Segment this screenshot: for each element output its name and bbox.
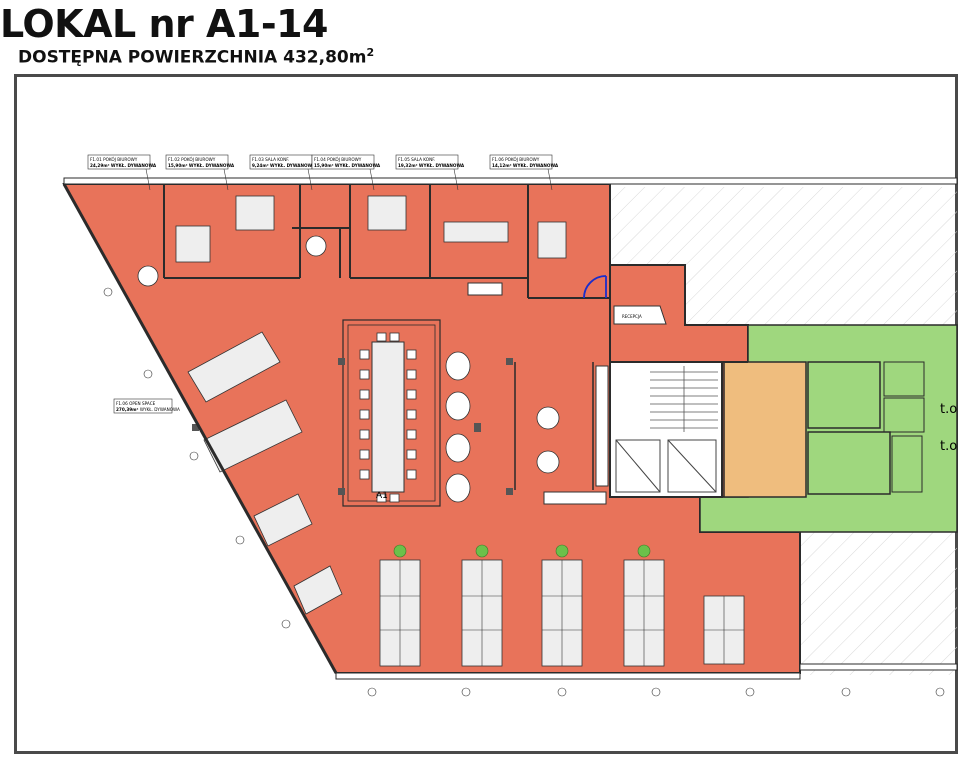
lift-cross-1 (615, 439, 661, 493)
wc-cubicle-3 (891, 435, 923, 493)
wc-label-1: t.o (940, 402, 957, 417)
kitchen-counter (595, 365, 609, 487)
room-label-leader (307, 168, 313, 191)
room-label-area: 19,32m² WYKŁ. DYWANOWA (398, 163, 465, 168)
room-label-name: F1.03 SALA KONF. (252, 157, 289, 162)
page-subtitle: DOSTĘPNA POWIERZCHNIA 432,80m2 (18, 46, 374, 68)
lounge-chairs (445, 351, 471, 503)
plant-icons (393, 544, 651, 558)
lift-shaft-1 (615, 439, 661, 493)
room-label-area: 24,29m² WYKŁ. DYWANOWA (90, 163, 157, 168)
radiator-top (467, 282, 503, 296)
room-label-name: F1.04 POKÓJ BIUROWY (314, 157, 362, 162)
wc-cubicle-1 (883, 361, 925, 397)
room-label-name: F1.05 SALA KONF. (398, 157, 435, 162)
room-label-area: 15,90m² WYKŁ. DYWANOWA (168, 163, 235, 168)
room-label-name: F1.06 POKÓJ BIUROWY (492, 157, 540, 162)
room-label-area: 9,24m² WYKŁ. DYWANOWA (252, 163, 316, 168)
wc-label-2: t.o (940, 439, 957, 454)
open-space-area: 270,39m² WYKŁ. DYWANOWA (116, 407, 180, 412)
lift-cross-2 (667, 439, 717, 493)
room-label-leader (145, 168, 151, 191)
conference-chairs (359, 332, 417, 503)
facade-diagonal (62, 183, 338, 674)
door-swing-blue (583, 275, 607, 299)
axis-markers (103, 287, 945, 697)
room-label-leader (453, 168, 459, 191)
lift-shaft-2 (667, 439, 717, 493)
open-space-label: F1.06 OPEN SPACE 270,39m² WYKŁ. DYWANOWA (113, 398, 180, 414)
room-label-name: F1.02 POKÓJ BIUROWY (168, 157, 216, 162)
reception-label: RECEPCJA (622, 314, 642, 319)
room-label-name: F1.01 POKÓJ BIUROWY (90, 157, 138, 162)
wc-room-1 (807, 361, 881, 429)
open-space-name: F1.06 OPEN SPACE (116, 401, 156, 406)
room-label-leader (369, 168, 375, 191)
room-label-area: 14,12m² WYKŁ. DYWANOWA (492, 163, 559, 168)
office-partitions (163, 184, 748, 363)
desk-dividers (380, 560, 744, 666)
reception-desk (613, 305, 667, 325)
lift-lobby (723, 361, 807, 498)
conference-table (371, 341, 405, 493)
room-label-leader (223, 168, 229, 191)
wc-room-2 (807, 431, 891, 495)
radiator-bench (543, 491, 607, 505)
area-unit-superscript: 2 (366, 46, 375, 59)
office-desks-top (175, 195, 567, 263)
page-title: LOKAL nr A1-14 (0, 2, 329, 46)
facade-windows (63, 177, 958, 680)
wc-cubicle-2 (883, 397, 925, 433)
angled-desks (187, 331, 343, 615)
room-label-leader (547, 168, 553, 191)
room-label-5: F1.05 SALA KONF.19,32m² WYKŁ. DYWANOWA (395, 154, 465, 191)
columns (192, 358, 513, 495)
stair-core (609, 361, 723, 498)
area-text: DOSTĘPNA POWIERZCHNIA 432,80m (18, 47, 367, 68)
neighbour-area-south (800, 530, 957, 675)
stair-mark-label: A1 (376, 491, 388, 501)
cafe-tables (137, 235, 560, 474)
room-label-area: 15,90m² WYKŁ. DYWANOWA (314, 163, 381, 168)
conference-zone (342, 319, 441, 507)
stair-treads (650, 366, 718, 432)
